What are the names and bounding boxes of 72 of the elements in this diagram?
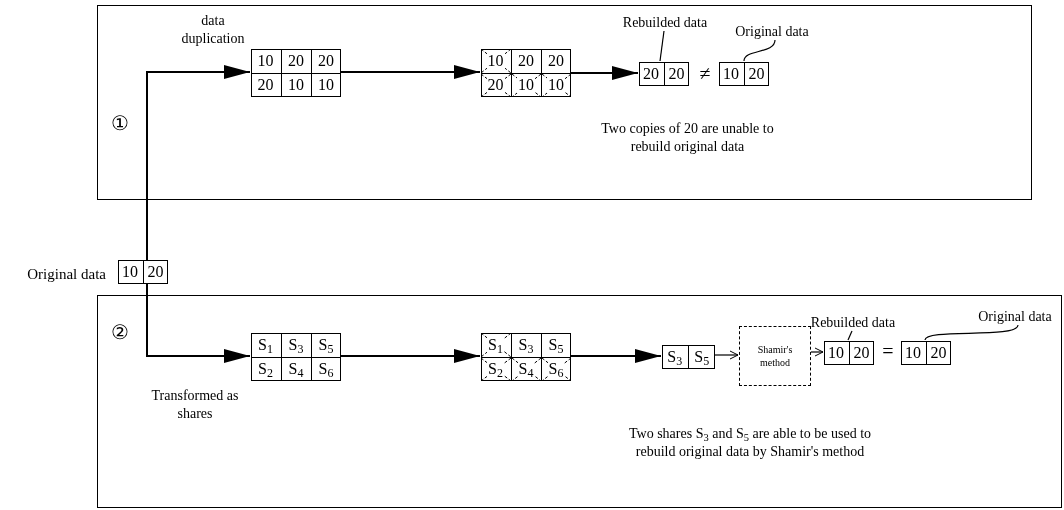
grid-cell: S$_{5}$ — [310, 332, 341, 357]
grid-cell: 20 — [510, 48, 541, 73]
callout-text: Rebuilded data — [613, 14, 717, 32]
crossed-cell: 10 — [480, 48, 511, 73]
data-grid — [481, 49, 571, 97]
grid-cell: S$_{5}$ — [540, 332, 571, 357]
arrow — [809, 347, 824, 357]
leader-line — [924, 324, 1019, 341]
arrow — [713, 350, 739, 360]
data-grid — [719, 62, 769, 86]
arrow — [569, 66, 639, 80]
step-number: ① — [111, 113, 129, 133]
grid-cell: 10 — [280, 72, 311, 97]
arrow — [339, 65, 481, 79]
step-number: ② — [111, 322, 129, 342]
grid-cell-text: 10 — [904, 342, 922, 363]
grid-cell: 20 — [925, 340, 951, 365]
arrow — [339, 349, 481, 363]
crossed-cell: S$_{1}$ — [480, 332, 511, 357]
panel-frame — [97, 5, 1032, 200]
relation-symbol: ≠ — [698, 62, 712, 84]
grid-cell: S$_{3}$ — [280, 332, 311, 357]
data-grid — [824, 341, 874, 365]
leader-line — [847, 330, 853, 341]
panel-frame — [97, 295, 1062, 508]
grid-cell-text: 10 — [827, 342, 845, 363]
crossed-cell: 20 — [480, 72, 511, 97]
grid-cell-text: 20 — [642, 63, 660, 84]
arrow — [569, 349, 662, 363]
grid-cell: S$_{2}$ — [250, 356, 281, 381]
grid-cell: 20 — [663, 61, 689, 86]
data-grid — [251, 333, 341, 381]
node-caption: Original data — [27, 265, 106, 284]
grid-cell-text: 10 — [722, 63, 740, 84]
grid-cell: S$_{5}$ — [688, 344, 715, 369]
arrow — [146, 283, 251, 363]
callout-text: Original data — [969, 308, 1061, 326]
grid-cell: 20 — [540, 48, 571, 73]
edge-label: Transformed as shares — [150, 387, 240, 423]
note-text: Two copies of 20 are unable to rebuild original data — [600, 120, 775, 156]
grid-cell: 20 — [743, 61, 769, 86]
leader-line — [743, 39, 776, 62]
leader-line — [659, 30, 665, 62]
crossed-cell: 10 — [510, 72, 541, 97]
data-grid — [251, 49, 341, 97]
data-grid — [662, 345, 715, 369]
relation-symbol: = — [881, 340, 895, 362]
data-grid — [481, 333, 571, 381]
grid-cell: 20 — [310, 48, 341, 73]
grid-cell-text: 10 — [256, 50, 275, 71]
callout-text: Original data — [725, 23, 819, 41]
grid-cell: 20 — [142, 259, 168, 284]
grid-cell: 20 — [280, 48, 311, 73]
data-grid — [901, 341, 951, 365]
crossed-cell: S$_{4}$ — [510, 356, 541, 381]
grid-cell-text: S$_{1}$ — [257, 334, 274, 357]
grid-cell: 20 — [848, 340, 874, 365]
grid-cell: S$_{6}$ — [310, 356, 341, 381]
crossed-cell: S$_{6}$ — [540, 356, 571, 381]
grid-cell: 20 — [250, 72, 281, 97]
grid-cell-text: S$_{3}$ — [666, 346, 684, 369]
grid-cell: S$_{4}$ — [280, 356, 311, 381]
grid-cell: S$_{3}$ — [510, 332, 541, 357]
note-text: Two shares S$_{3}$ and S$_{5}$ are able to be used to rebuild original data by Shamir's method — [628, 425, 872, 461]
grid-cell-text: 10 — [121, 261, 139, 282]
arrow — [146, 65, 251, 261]
crossed-cell: 10 — [540, 72, 571, 97]
crossed-cell: S$_{2}$ — [480, 356, 511, 381]
method-box: Shamir's method — [739, 326, 811, 386]
data-grid — [639, 62, 689, 86]
grid-cell: 10 — [310, 72, 341, 97]
edge-label: data duplication — [180, 12, 246, 48]
